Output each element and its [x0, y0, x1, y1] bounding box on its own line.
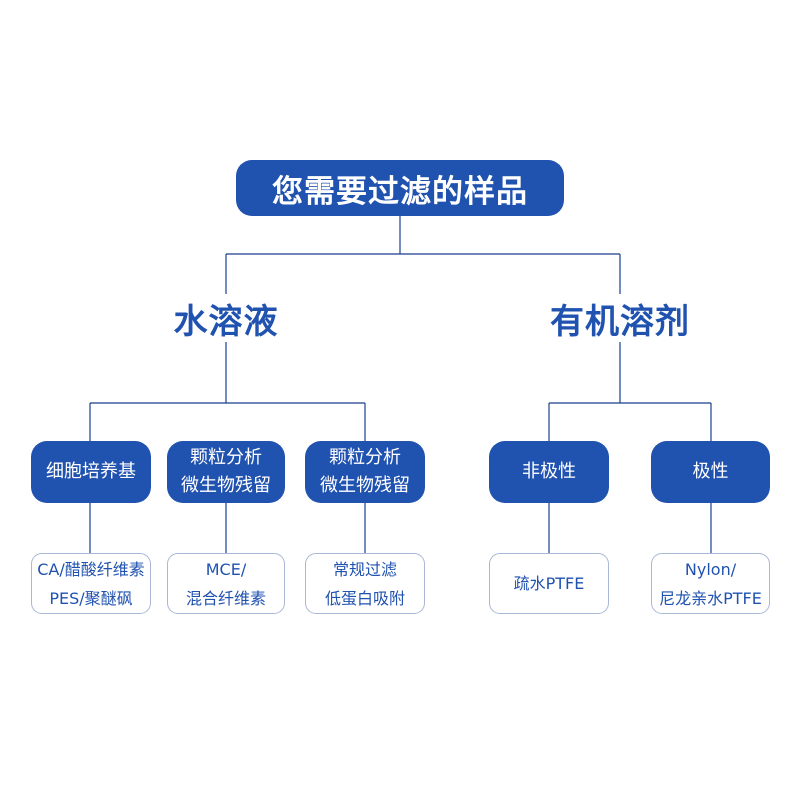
- result-line: PES/聚醚砜: [49, 588, 133, 608]
- category-label-line: 颗粒分析: [329, 447, 401, 468]
- result-regular-low-protein: 常规过滤 低蛋白吸附: [305, 553, 425, 614]
- result-ca-pes: CA/醋酸纤维素 PES/聚醚砜: [31, 553, 151, 614]
- category-nonpolar: 非极性: [489, 441, 609, 503]
- category-label-line: 极性: [692, 461, 729, 482]
- category-label-line: 细胞培养基: [46, 461, 136, 482]
- result-hydrophobic-ptfe: 疏水PTFE: [489, 553, 609, 614]
- result-mce: MCE/ 混合纤维素: [167, 553, 285, 614]
- category-label-line: 微生物残留: [181, 475, 271, 496]
- branch-aqueous-solution: 水溶液: [156, 294, 296, 342]
- branch-organic-label: 有机溶剂: [550, 301, 690, 342]
- result-nylon-hydrophilic-ptfe: Nylon/ 尼龙亲水PTFE: [651, 553, 770, 614]
- root-node: 您需要过滤的样品: [236, 160, 564, 216]
- result-line: Nylon/: [684, 559, 737, 579]
- category-label-line: 微生物残留: [320, 475, 410, 496]
- result-line: 低蛋白吸附: [324, 588, 405, 608]
- result-line: 混合纤维素: [185, 588, 266, 608]
- category-particle-analysis-microbial-1: 颗粒分析 微生物残留: [167, 441, 285, 503]
- branch-organic-solvent: 有机溶剂: [530, 294, 710, 342]
- result-line: 尼龙亲水PTFE: [659, 588, 762, 608]
- category-cell-culture-medium: 细胞培养基: [31, 441, 151, 503]
- category-particle-analysis-microbial-2: 颗粒分析 微生物残留: [305, 441, 425, 503]
- root-node-label: 您需要过滤的样品: [272, 173, 528, 210]
- category-label-line: 非极性: [522, 461, 576, 482]
- result-line: 常规过滤: [332, 559, 397, 579]
- result-line: MCE/: [205, 559, 247, 579]
- result-line: 疏水PTFE: [513, 574, 585, 593]
- category-polar: 极性: [651, 441, 770, 503]
- category-label-line: 颗粒分析: [190, 447, 262, 468]
- result-line: CA/醋酸纤维素: [37, 559, 145, 579]
- branch-aqueous-label: 水溶液: [173, 301, 279, 342]
